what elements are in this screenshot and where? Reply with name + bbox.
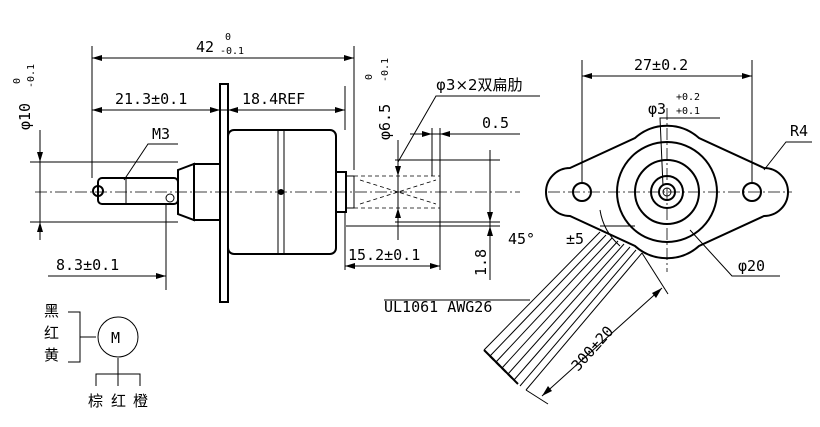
wire-bundle <box>483 231 643 391</box>
body-diameter-label: φ20 <box>738 257 765 275</box>
rear-height-label: 1.8 <box>472 249 490 276</box>
thread-label: M3 <box>152 125 170 143</box>
motor-symbol-label: M <box>111 329 120 347</box>
mount-width-label: 27±0.2 <box>634 56 688 74</box>
wire-angle-tol-label: ±5 <box>566 230 584 248</box>
color-left-3: 黄 <box>44 346 59 364</box>
shaft-offset-label: 8.3±0.1 <box>56 256 119 274</box>
corner-radius-label: R4 <box>790 122 808 140</box>
body-length-label: 18.4REF <box>242 90 305 108</box>
wire-length-label: 300±20 <box>568 322 618 374</box>
output-shaft <box>97 177 179 205</box>
color-bottom-2: 红 <box>111 392 126 410</box>
shaft-extension-label: 21.3±0.1 <box>115 90 187 108</box>
shaft-diameter-label: φ10 <box>16 103 34 130</box>
rear-diameter-tol-upper: 0 <box>364 74 375 80</box>
center-hole-label: φ3 <box>648 100 666 118</box>
center-hole-tol-lower: +0.1 <box>676 106 700 117</box>
mounting-hole-left <box>572 182 592 202</box>
rear-diameter-tol-lower: -0.1 <box>380 58 391 82</box>
mounting-hole-right <box>742 182 762 202</box>
center-hole-tol-upper: +0.2 <box>676 92 700 103</box>
overall-length-label: 42 <box>196 38 214 56</box>
color-left-2: 红 <box>44 324 59 342</box>
color-left-1: 黑 <box>44 302 59 320</box>
rear-length-label: 15.2±0.1 <box>348 246 420 264</box>
flat-spec-label: φ3×2双扁肋 <box>436 76 523 94</box>
mounting-flange <box>219 83 229 303</box>
wire-angle-label: 45° <box>508 230 535 248</box>
rear-diameter-label: φ6.5 <box>376 104 394 140</box>
wire-spec-label: UL1061 AWG26 <box>384 298 492 316</box>
motor-symbol <box>97 316 139 358</box>
front-view: 27±0.2 φ3 +0.2 +0.1 R4 φ20 45° ±5 <box>384 56 812 405</box>
gap-label: 0.5 <box>482 114 509 132</box>
shaft-diameter-tol-lower: -0.1 <box>26 64 37 88</box>
side-view: 42 0 -0.1 21.3±0.1 18.4REF φ10 0 -0.1 φ6… <box>12 32 540 303</box>
overall-length-tol-upper: 0 <box>225 32 231 43</box>
color-bottom-1: 棕 <box>88 392 103 410</box>
mounting-plate-outline <box>545 124 789 260</box>
color-bottom-3: 橙 <box>133 392 148 410</box>
overall-length-tol-lower: -0.1 <box>220 46 244 57</box>
wiring-schematic: 黑 红 黄 M 棕 红 橙 <box>44 302 148 410</box>
shaft-diameter-tol-upper: 0 <box>12 78 23 84</box>
